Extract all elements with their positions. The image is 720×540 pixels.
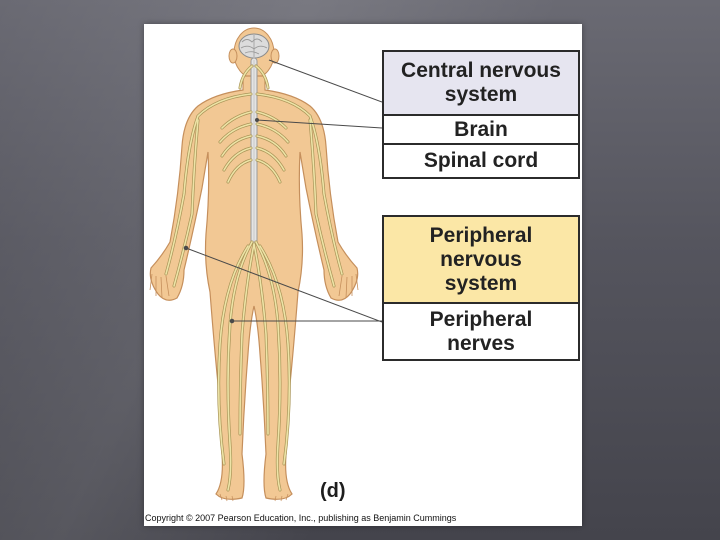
brain-label-box: Brain (382, 114, 580, 145)
peripheral-nerves-label: Peripheral nerves (429, 307, 533, 355)
spinal-cord-label-box: Spinal cord (382, 143, 580, 179)
pns-header-label: Peripheral nervous system (429, 223, 533, 295)
leader-line-pns (185, 247, 383, 323)
spinal-cord-shape (250, 57, 258, 245)
pns-header-box: Peripheral nervous system (382, 215, 580, 304)
figure-letter: (d) (320, 480, 346, 502)
leader-line-spinal (256, 119, 383, 129)
leader-line-cns (268, 59, 383, 103)
brain-shape (238, 33, 270, 59)
copyright-text: Copyright © 2007 Pearson Education, Inc.… (145, 513, 457, 523)
cns-header-box: Central nervous system (382, 50, 580, 116)
cns-header-label: Central nervous system (401, 59, 561, 106)
spinal-cord-label: Spinal cord (423, 149, 539, 172)
leader-lines (183, 59, 383, 324)
nervous-system-illustration (149, 27, 383, 502)
peripheral-nerves-label-box: Peripheral nerves (382, 302, 580, 361)
peripheral-nerves-network (164, 64, 344, 492)
figure-panel: Central nervous system Brain Spinal cord… (144, 24, 582, 526)
brain-label: Brain (454, 117, 508, 141)
